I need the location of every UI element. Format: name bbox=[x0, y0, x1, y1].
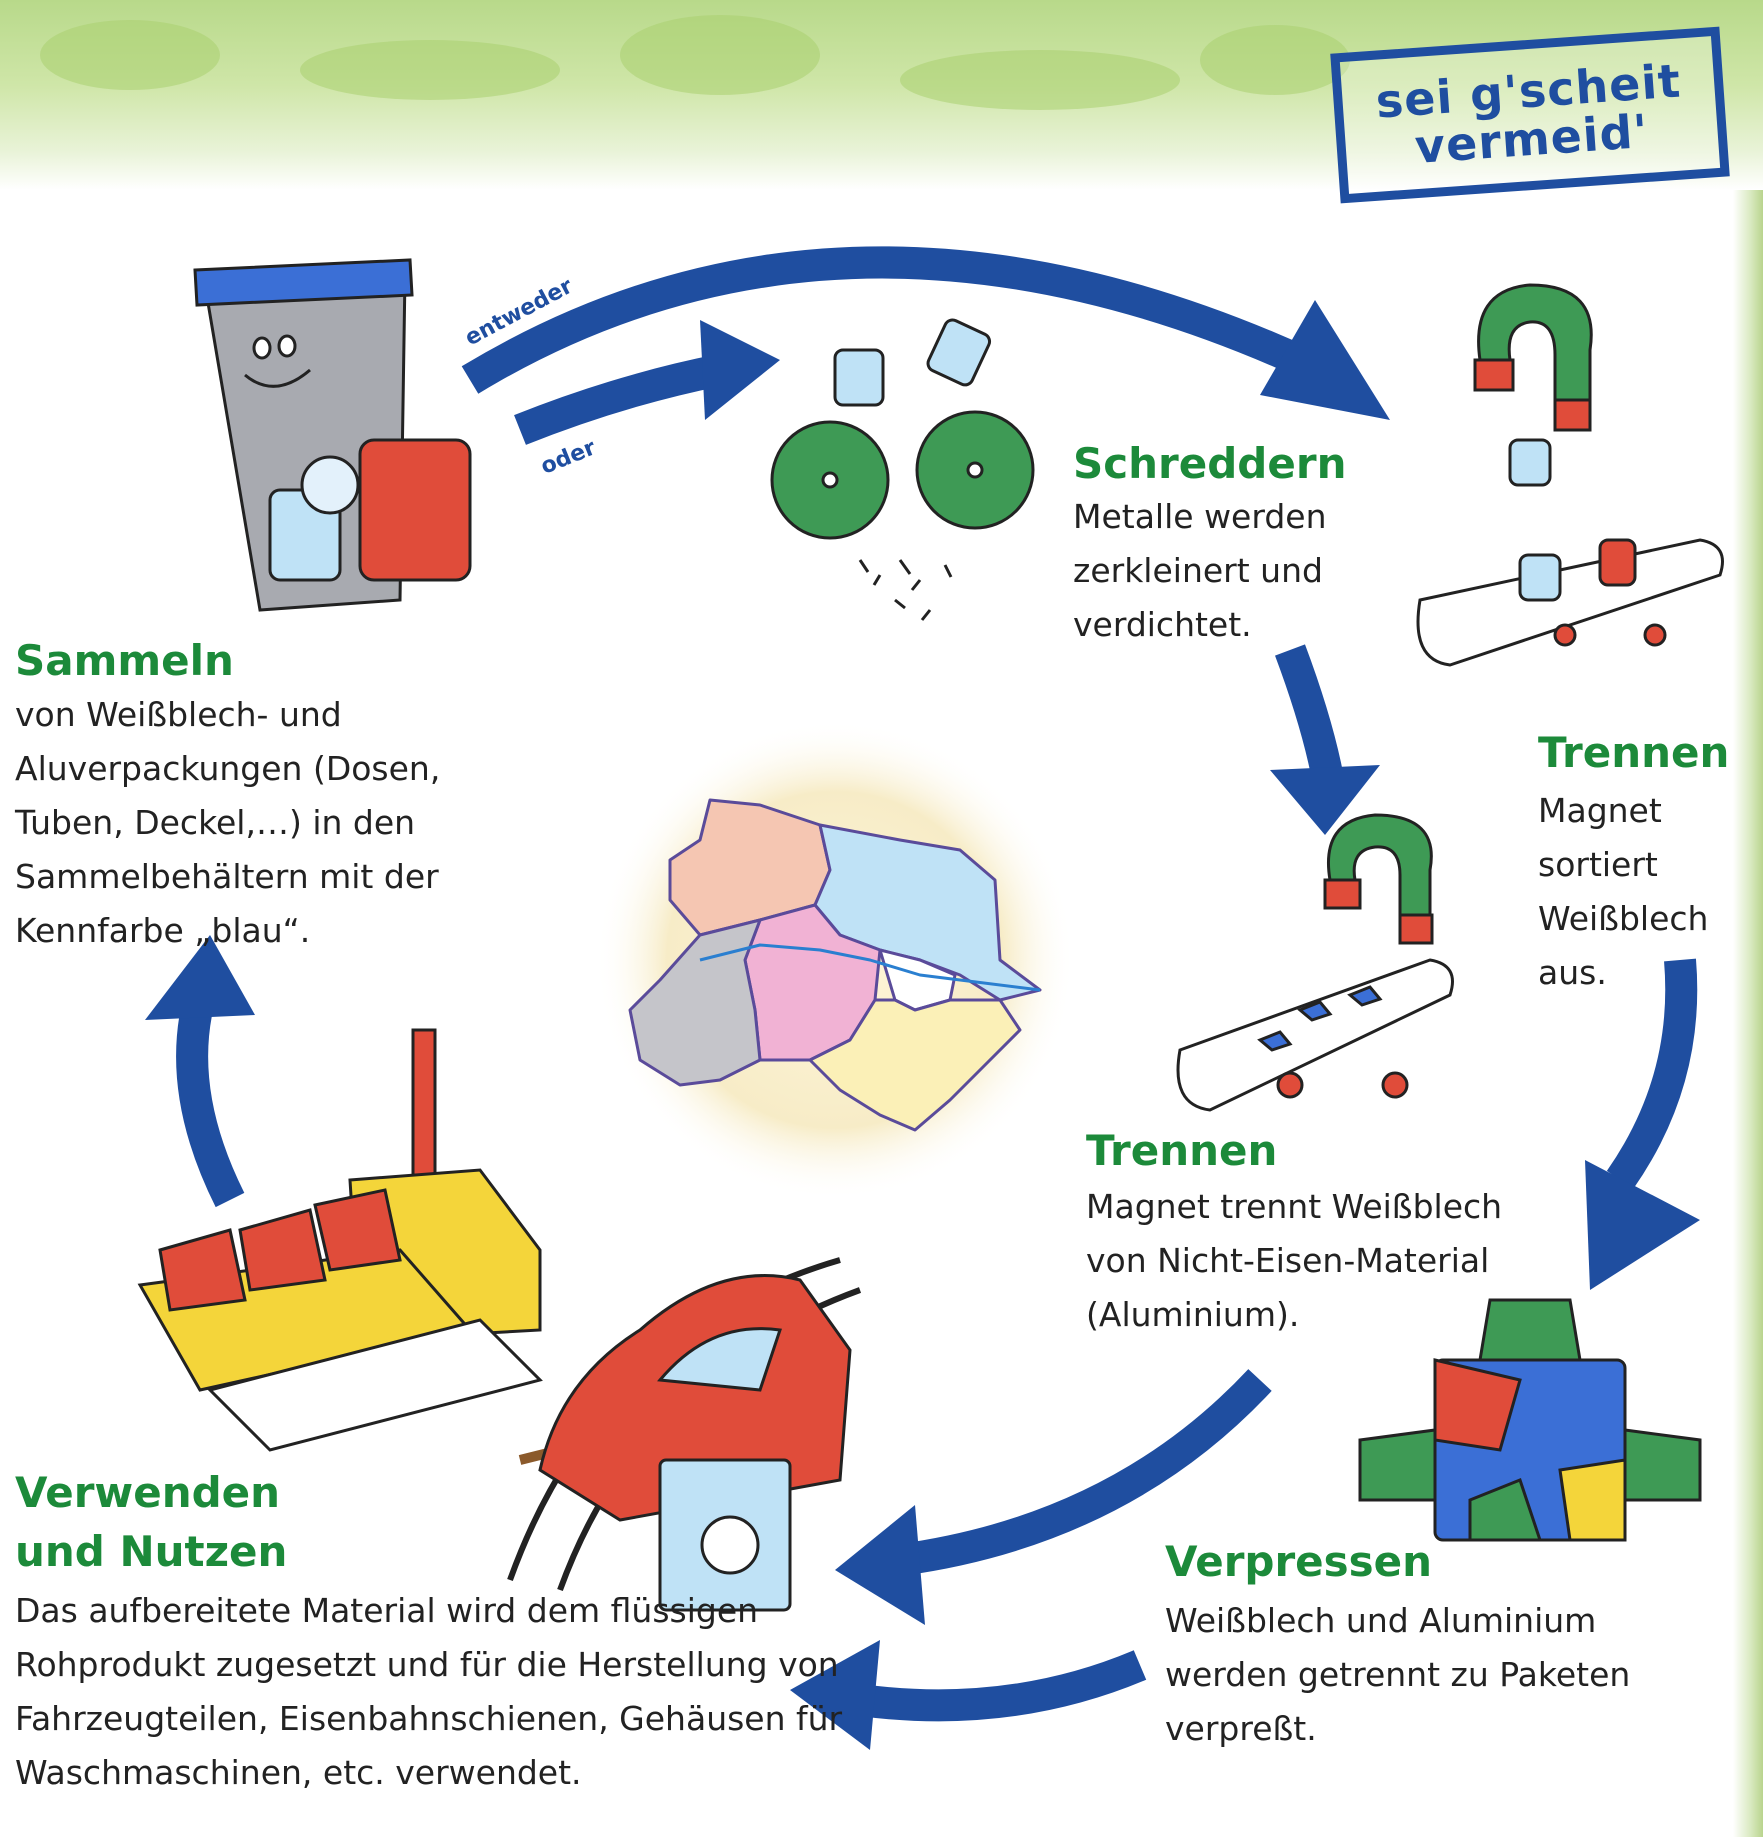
arrow-head-or bbox=[700, 320, 780, 420]
step-collect-text: von Weißblech- und Aluverpackungen (Dose… bbox=[15, 695, 441, 950]
step-shred-title: Schreddern bbox=[1073, 439, 1347, 488]
step-use-title-line1: Verwenden bbox=[15, 1468, 281, 1517]
arrow-head-sort bbox=[1585, 1160, 1700, 1290]
arrow-head-separate bbox=[835, 1505, 925, 1625]
step-use-text: Das aufbereitete Material wird dem flüss… bbox=[15, 1591, 843, 1792]
step-press-text: Weißblech und Aluminium werden getrennt … bbox=[1165, 1601, 1631, 1748]
step-shred-text: Metalle werden zerkleinert und verdichte… bbox=[1073, 497, 1327, 644]
arrow-sort-to-press bbox=[1606, 958, 1698, 1190]
step-sort-text: Magnet sortiert Weißblech aus. bbox=[1538, 791, 1709, 992]
arrow-either bbox=[461, 246, 1327, 394]
map-region-south bbox=[808, 998, 1022, 1132]
step-use-title-line2: und Nutzen bbox=[15, 1527, 288, 1576]
press-illustration bbox=[1358, 1298, 1702, 1542]
arrow-head-press bbox=[790, 1640, 880, 1750]
arrow-separate-to-use bbox=[897, 1369, 1272, 1576]
meadow-edge bbox=[1733, 190, 1763, 1837]
step-press-title: Verpressen bbox=[1165, 1537, 1433, 1586]
magnet-sort-illustration bbox=[1416, 283, 1724, 667]
shredder-illustration bbox=[770, 318, 1035, 621]
step-collect-title: Sammeln bbox=[15, 636, 234, 685]
arrow-heads bbox=[145, 300, 1700, 1750]
factory-products-illustration bbox=[137, 1028, 862, 1612]
arrow-head-either bbox=[1260, 300, 1390, 420]
arrow-press-to-use bbox=[857, 1650, 1147, 1722]
arrow-head-shred bbox=[1270, 765, 1380, 835]
step-split-title: Trennen bbox=[1086, 1126, 1278, 1175]
arrow-head-use bbox=[145, 935, 255, 1020]
step-sort-title: Trennen bbox=[1538, 728, 1730, 777]
region-map bbox=[628, 798, 1042, 1132]
collection-bin-illustration bbox=[193, 258, 472, 612]
arrow-or bbox=[514, 354, 724, 445]
step-split-text: Magnet trennt Weißblech von Nicht-Eisen-… bbox=[1086, 1187, 1503, 1334]
meadow-banner bbox=[0, 0, 1763, 190]
magnet-separation-illustration bbox=[1176, 813, 1454, 1112]
map-river bbox=[699, 943, 1041, 992]
